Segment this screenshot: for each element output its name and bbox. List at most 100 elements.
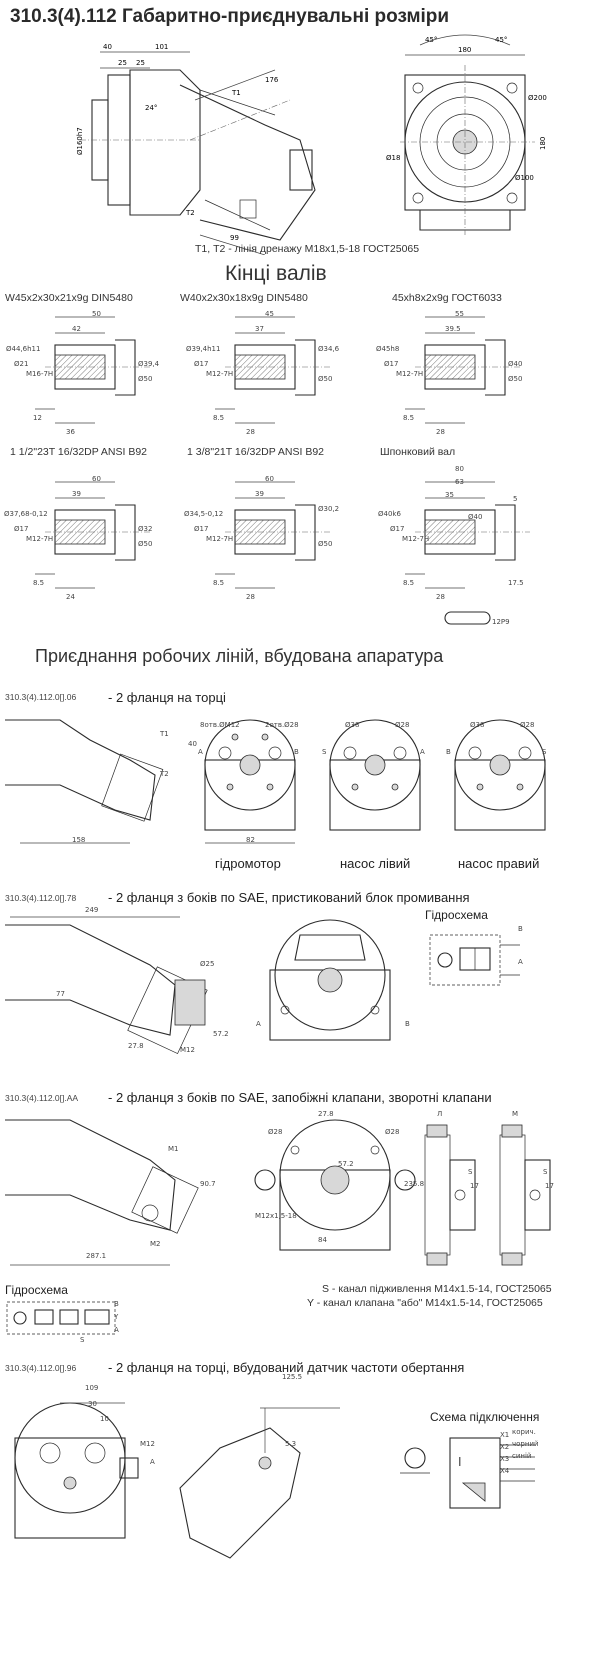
dim: Ø17 xyxy=(194,360,209,368)
dim: S xyxy=(468,1168,473,1176)
shaft-drawing-2 xyxy=(215,316,330,424)
shaft-title-1: W45x2x30x21x9g DIN5480 xyxy=(5,292,133,304)
dim: Ø30,2 xyxy=(318,505,340,513)
dim: 8.5 xyxy=(213,414,225,422)
shaft-drawing-1 xyxy=(35,316,150,424)
dim: B xyxy=(405,1020,410,1028)
dim: 12P9 xyxy=(492,618,510,626)
dim: M12 xyxy=(140,1440,155,1448)
dim: 30 xyxy=(88,1400,97,1408)
dim: A xyxy=(150,1458,155,1466)
wire-label: чорний xyxy=(512,1440,539,1448)
dim: 60 xyxy=(265,475,274,483)
dim: Ø17 xyxy=(390,525,405,533)
dim: 28 xyxy=(436,428,445,436)
dim: Ø38 xyxy=(470,721,485,729)
dim: 28 xyxy=(246,593,255,601)
dim: 39.5 xyxy=(445,325,461,333)
schema-label: B xyxy=(114,1300,119,1308)
schema-aa-drawing xyxy=(6,1301,116,1335)
shaft-drawing-3 xyxy=(405,316,520,424)
dim: Ø44,6h11 xyxy=(6,345,41,353)
shaft-title-6: Шпонковий вал xyxy=(380,446,456,458)
wire-label: корич. xyxy=(512,1428,536,1436)
shaft-drawings xyxy=(35,316,530,625)
dim: 77 xyxy=(56,990,65,998)
dim: 158 xyxy=(72,836,86,844)
dim: Ø28 xyxy=(395,721,410,729)
dim: 17 xyxy=(545,1182,554,1190)
variant-aa-drawing xyxy=(5,1119,551,1266)
dim: М xyxy=(512,1110,519,1118)
dim: 80 xyxy=(455,465,464,473)
dim: Ø34,5-0,12 xyxy=(184,510,224,518)
dim: Ø50 xyxy=(508,375,523,383)
dim: Ø17 xyxy=(194,525,209,533)
connections-heading: Приєднання робочих ліній, вбудована апар… xyxy=(35,646,444,666)
dim: 27.8 xyxy=(128,1042,144,1050)
wiring-pin: X1 xyxy=(500,1431,510,1439)
variant-78-drawing xyxy=(5,916,520,1055)
dim: 28 xyxy=(246,428,255,436)
dim: 42 xyxy=(72,325,81,333)
variant-96-drawing xyxy=(14,1402,535,1559)
dim: 2отв.Ø28 xyxy=(265,721,299,729)
dim: Ø50 xyxy=(138,375,153,383)
dim: 5.3 xyxy=(285,1440,297,1448)
dim: S xyxy=(322,748,327,756)
dim: 84 xyxy=(318,1236,327,1244)
schema-label: B xyxy=(518,925,523,933)
variant-code-06: 310.3(4).112.0[].06 xyxy=(5,692,77,702)
shaft-title-5: 1 3/8"21T 16/32DP ANSI B92 xyxy=(187,446,325,458)
dim: Ø40 xyxy=(508,360,523,368)
dim: M12-7H xyxy=(402,535,430,543)
dim: 27.8 xyxy=(318,1110,334,1118)
wiring-pin: X4 xyxy=(500,1467,510,1475)
schema-label: Y xyxy=(114,1313,119,1321)
dim: Ø39,4 xyxy=(138,360,160,368)
svg-text:Т1: Т1 xyxy=(231,89,241,97)
dim: 109 xyxy=(85,1384,99,1392)
dim: 55 xyxy=(455,310,464,318)
dim: 40 xyxy=(188,740,197,748)
schema-title-aa: Гідросхема xyxy=(5,1283,68,1297)
dim: 12 xyxy=(33,414,42,422)
dim: M1 xyxy=(168,1145,179,1153)
svg-text:176: 176 xyxy=(265,76,279,84)
svg-text:25: 25 xyxy=(136,59,145,67)
dim: M2 xyxy=(150,1240,161,1248)
dim: 249 xyxy=(85,906,99,914)
svg-text:101: 101 xyxy=(155,43,168,51)
svg-text:180: 180 xyxy=(458,46,471,54)
dim: Ø50 xyxy=(318,540,333,548)
dim: 36 xyxy=(66,428,75,436)
wiring-pin: X2 xyxy=(500,1443,510,1451)
dim: Ø21 xyxy=(14,360,29,368)
caption-pump-right: насос правий xyxy=(458,856,540,871)
svg-text:180: 180 xyxy=(539,137,547,150)
wire-label: синій xyxy=(512,1452,532,1460)
svg-text:Ø160h7: Ø160h7 xyxy=(76,127,84,155)
drain-line-note: Т1, Т2 - лінія дренажу M18x1,5-18 ГОСТ25… xyxy=(195,243,420,255)
dim: M12-7H xyxy=(396,370,424,378)
wiring-title: Схема підключення xyxy=(430,1410,540,1424)
dim: Ø28 xyxy=(520,721,535,729)
dim: M12x1,5-18 xyxy=(255,1212,297,1220)
dim: M12 xyxy=(180,1046,195,1054)
svg-text:Ø18: Ø18 xyxy=(386,154,400,162)
dim: 8.5 xyxy=(33,579,45,587)
shaft-title-4: 1 1/2"23T 16/32DP ANSI B92 xyxy=(10,446,148,458)
dim: 39 xyxy=(255,490,264,498)
dim: Ø40k6 xyxy=(378,510,401,518)
dim: B xyxy=(294,748,299,756)
schema-title-78: Гідросхема xyxy=(425,908,488,922)
dim: Ø39,4h11 xyxy=(186,345,221,353)
dim: M16-7H xyxy=(26,370,54,378)
dim: Ø34,6 xyxy=(318,345,340,353)
dim: 8.5 xyxy=(403,414,415,422)
variant-desc-96: - 2 фланця на торці, вбудований датчик ч… xyxy=(108,1360,465,1375)
dim: Ø28 xyxy=(268,1128,283,1136)
dim: 10 xyxy=(100,1415,109,1423)
dim: 8отв.ØM12 xyxy=(200,721,240,729)
